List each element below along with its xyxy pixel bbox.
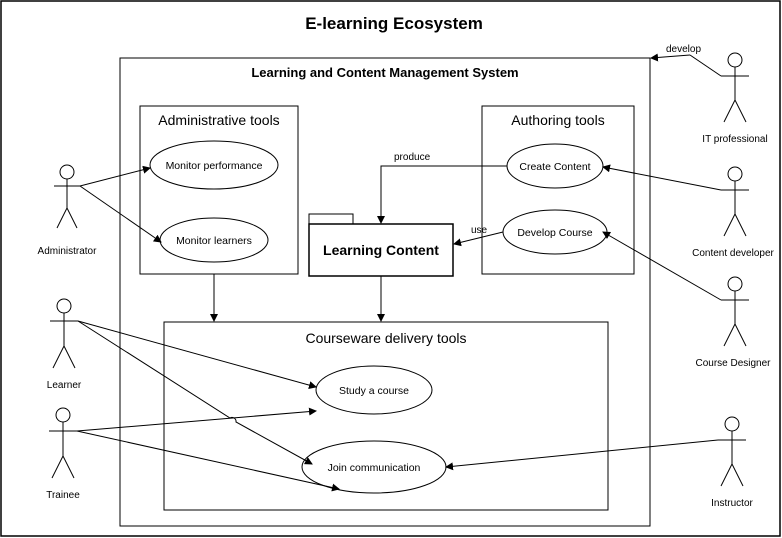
authoring-tools-box	[481, 105, 635, 275]
actor-course-designer-label: Course Designer	[695, 358, 771, 369]
actor-content-developer-label: Content developer	[692, 248, 774, 259]
edge-learner-join-communication	[77, 320, 313, 465]
usecase-develop-course-label: Develop Course	[517, 227, 592, 239]
usecase-monitor-performance-label: Monitor performance	[166, 160, 263, 172]
edge-trainee-study-course	[76, 407, 317, 432]
learning-content-package	[308, 223, 454, 277]
usecase-study-course	[315, 365, 433, 415]
courseware-delivery-tools-label: Courseware delivery tools	[305, 330, 466, 346]
diagram-title: E-learning Ecosystem	[305, 14, 483, 33]
edge-use	[453, 231, 504, 247]
edge-it-professional-system-2	[650, 53, 691, 62]
actor-course-designer	[721, 276, 749, 347]
actor-instructor	[718, 416, 746, 487]
usecase-join-communication-label: Join communication	[328, 462, 421, 474]
edge-content-developer-create-content	[602, 164, 722, 191]
actor-it-professional	[721, 52, 749, 123]
edge-label-use: use	[471, 225, 488, 236]
edge-course-designer-develop-course	[602, 231, 722, 301]
edge-admin-monitor-learners	[79, 185, 162, 243]
edge-trainee-join-communication	[76, 430, 340, 492]
administrative-tools-box	[139, 105, 299, 275]
administrative-tools-label: Administrative tools	[158, 112, 279, 128]
actor-learner-label: Learner	[47, 380, 82, 391]
usecase-study-course-label: Study a course	[339, 385, 409, 397]
edge-produce	[377, 165, 507, 224]
edge-label-produce: produce	[394, 152, 431, 163]
actor-content-developer	[721, 166, 749, 237]
edge-learner-study-course	[77, 320, 317, 389]
edge-label-develop: develop	[666, 44, 701, 55]
system-boundary	[119, 57, 651, 527]
actor-administrator-label: Administrator	[38, 246, 98, 257]
actor-trainee	[49, 407, 77, 479]
actor-instructor-label: Instructor	[711, 498, 753, 509]
package-tab	[308, 213, 354, 225]
actor-learner	[50, 298, 78, 369]
courseware-delivery-tools-box	[163, 321, 609, 511]
edge-admin-monitor-performance	[79, 165, 151, 187]
system-label: Learning and Content Management System	[251, 65, 518, 80]
actor-trainee-label: Trainee	[46, 490, 80, 501]
usecase-monitor-learners-label: Monitor learners	[176, 235, 252, 247]
edge-it-professional-system	[689, 54, 722, 77]
edge-instructor-join-communication	[445, 439, 719, 471]
actor-administrator	[54, 164, 80, 229]
authoring-tools-label: Authoring tools	[511, 112, 604, 128]
actor-it-professional-label: IT professional	[702, 134, 767, 145]
learning-content-label: Learning Content	[323, 242, 439, 258]
usecase-create-content-label: Create Content	[519, 161, 590, 173]
usecase-monitor-performance	[149, 140, 279, 190]
